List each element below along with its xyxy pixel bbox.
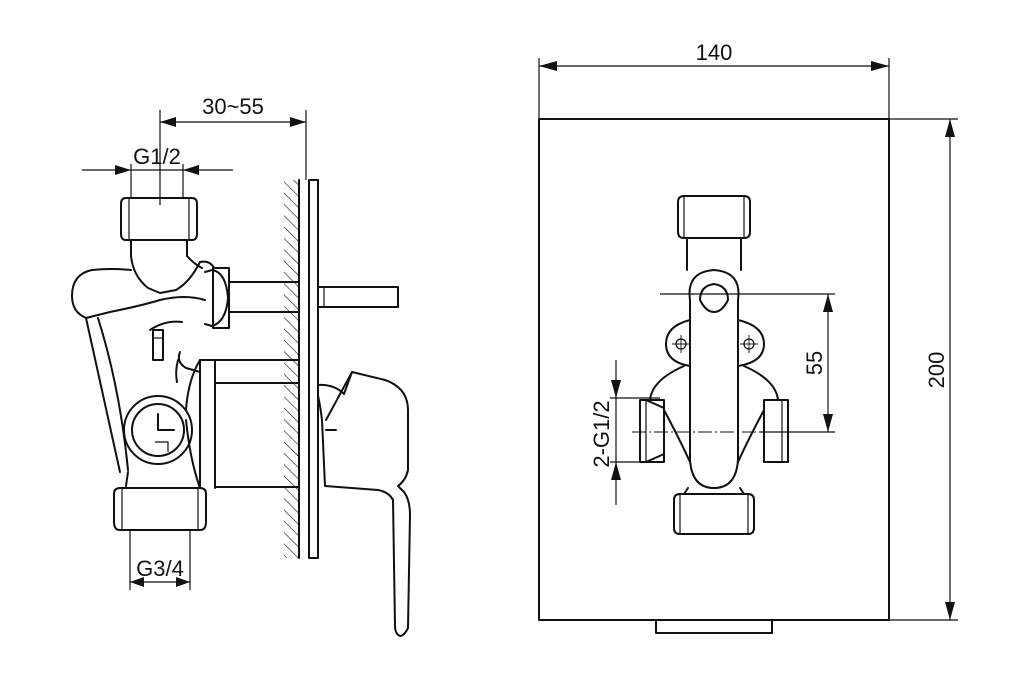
inlet-nut [120,197,198,257]
outlet-nut [113,487,207,531]
side-view: 30~55 G1/2 [71,94,411,637]
dimension-inlet-thread: G1/2 [82,144,233,198]
cover-plate [308,179,319,559]
dimension-outlet-thread: G3/4 [129,530,191,590]
dimension-height: 200 [889,118,958,621]
front-plate [538,118,890,621]
outlet-thread-label: G3/4 [136,556,184,581]
wall-section [284,179,300,559]
valve-body [71,255,399,489]
lever-tab [655,619,773,634]
dimension-depth: 30~55 [159,94,307,205]
height-dimension-label: 200 [924,352,949,389]
width-dimension-label: 140 [696,40,733,65]
side-ports-label: 2-G1/2 [589,400,614,467]
inlet-thread-label: G1/2 [133,144,181,169]
front-valve-body [632,195,800,535]
dimension-width: 140 [538,40,890,119]
depth-dimension-label: 30~55 [202,94,264,119]
lever-handle [317,371,411,637]
center-distance-label: 55 [802,351,827,375]
dimension-side-ports: 2-G1/2 [589,360,660,505]
front-view: 140 200 55 2-G1/2 [538,40,958,634]
